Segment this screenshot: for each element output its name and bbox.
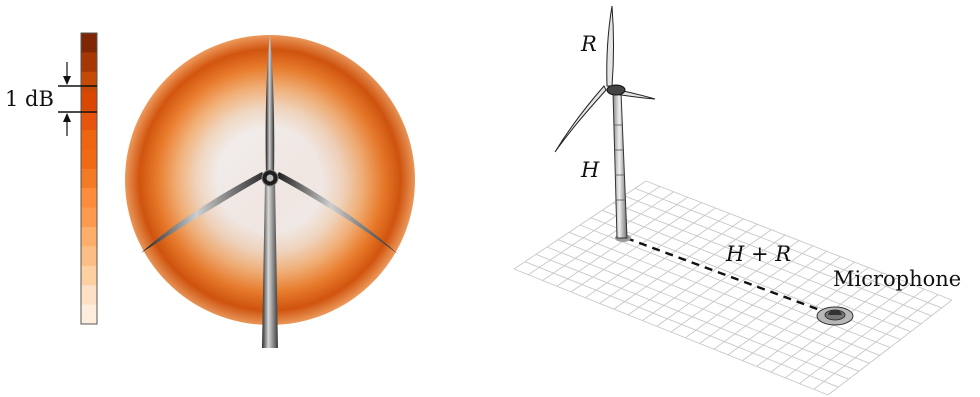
colorbar-swatch (81, 33, 97, 53)
label-rotor-radius: R (580, 32, 597, 56)
front-blade-left (141, 172, 265, 253)
ground-grid-line (645, 180, 953, 301)
ground-grid-line (557, 239, 870, 364)
colorbar (80, 32, 98, 325)
front-blade-right (276, 172, 398, 254)
colorbar-step-indicator: 1 dB (5, 62, 97, 136)
ground-grid-line (524, 261, 839, 388)
nacelle-3d (606, 84, 626, 96)
ground-grid-line (535, 253, 849, 380)
colorbar-step-label: 1 dB (5, 87, 54, 111)
colorbar-swatch (81, 285, 97, 306)
colorbar-swatch (81, 227, 97, 247)
ground-grid-line (612, 202, 922, 325)
ground-grid-line (623, 195, 932, 317)
distance-line (625, 236, 829, 315)
colorbar-swatch (81, 304, 97, 325)
ground-grid-line (634, 187, 942, 309)
colorbar-swatch (81, 246, 97, 267)
colorbar-swatch (81, 110, 97, 131)
turbine-3d-view (554, 5, 656, 242)
label-distance: H + R (725, 242, 791, 266)
colorbar-swatch (81, 188, 97, 209)
label-hub-height: H (580, 158, 600, 182)
colorbar-swatch (81, 91, 97, 112)
colorbar-swatch (81, 207, 97, 228)
front-tower (262, 180, 278, 348)
turbine-front-view (141, 34, 398, 348)
ground-grid-line (513, 268, 829, 396)
colorbar-swatch (81, 168, 97, 189)
colorbar-swatch (81, 71, 97, 92)
ground-grid-line (601, 209, 911, 333)
blade-3d-left (554, 85, 607, 153)
ground-grid-line (579, 224, 891, 348)
colorbar-frame (80, 32, 98, 325)
colorbar-swatch (81, 52, 97, 73)
colorbar-swatch (81, 265, 97, 286)
blade-3d-up (606, 5, 614, 87)
colorbar-swatch (81, 149, 97, 170)
ground-grid-line (546, 246, 860, 372)
ground-grid (513, 180, 953, 396)
microphone (816, 306, 854, 326)
front-blade-up (265, 34, 275, 176)
label-microphone: Microphone (833, 267, 961, 291)
colorbar-swatch (81, 130, 97, 150)
ground-grid-line (568, 231, 880, 356)
